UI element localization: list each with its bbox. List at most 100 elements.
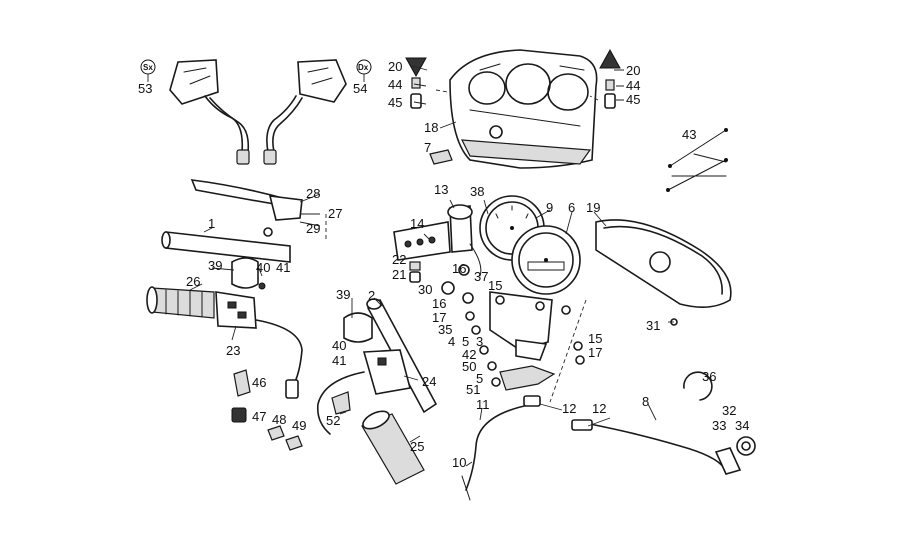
callout-54: 54 [353,81,367,96]
connector-46 [233,369,251,397]
nut-34 [736,436,756,456]
warning-light-left [405,57,427,109]
callout-25: 25 [410,439,424,454]
callout-17-lower: 17 [588,345,602,360]
callout-53: 53 [138,81,152,96]
svg-text:Dx: Dx [358,63,369,72]
callout-17-upper: 17 [432,310,446,325]
callout-49: 49 [292,418,306,433]
callout-46: 46 [252,375,266,390]
handlebar-left [161,231,291,263]
callout-36: 36 [702,369,716,384]
callout-35: 35 [438,322,452,337]
callout-33: 33 [712,418,726,433]
fastener-stack-left [462,292,501,387]
callout-45-left: 45 [388,95,402,110]
callout-10: 10 [452,455,466,470]
callout-28: 28 [306,186,320,201]
speedo-cable [571,419,725,469]
throttle-grip [361,410,425,485]
warning-lamp-panel [393,221,451,261]
callout-30: 30 [418,282,432,297]
callout-20-right: 20 [626,63,640,78]
right-clamp [343,312,373,343]
callout-11: 11 [476,397,490,412]
callout-31: 31 [646,318,660,333]
left-clamp [231,257,266,290]
callout-51: 51 [466,382,480,397]
callout-15-lower: 15 [588,331,602,346]
callout-18: 18 [424,120,438,135]
callout-44-left: 44 [388,77,402,92]
dx-badge: Dx [356,59,372,75]
callout-3: 3 [476,334,483,349]
rear-gauge-cover [595,219,732,326]
bulb-holders [409,261,470,295]
callout-12-right: 12 [592,401,606,416]
callout-5-upper: 5 [462,334,469,349]
callout-12-left: 12 [562,401,576,416]
leader-lines [189,65,674,467]
callout-41-left: 41 [276,260,290,275]
callout-40-right: 40 [332,338,346,353]
callout-6: 6 [568,200,575,215]
callout-1: 1 [208,216,215,231]
callout-23: 23 [226,343,240,358]
callout-48: 48 [272,412,286,427]
drive-gear-33 [714,447,742,475]
warning-light-right [599,48,621,109]
callout-14: 14 [410,216,424,231]
tacho-cable [461,395,541,501]
wire-harness [666,128,728,192]
callout-numbers: 53 54 20 44 45 20 44 45 18 7 43 28 27 29… [138,59,749,470]
callout-34: 34 [735,418,749,433]
callout-19: 19 [586,200,600,215]
callout-4: 4 [448,334,455,349]
callout-40-left: 40 [256,260,270,275]
left-mirror [169,59,250,165]
callout-38: 38 [470,184,484,199]
callout-16-upper: 16 [452,261,466,276]
right-mirror [263,59,347,165]
callout-27: 27 [328,206,342,221]
circlip-36 [683,371,713,401]
left-grip [146,286,215,319]
callout-8: 8 [642,394,649,409]
bracket-7 [429,149,453,165]
sx-badge: Sx [140,59,156,75]
left-switch-assembly [215,291,303,399]
callout-15-upper: 15 [488,278,502,293]
callout-7: 7 [424,140,431,155]
callout-43: 43 [682,127,696,142]
callout-21: 21 [392,267,406,282]
callout-39-right: 39 [336,287,350,302]
bracket-51 [499,365,556,391]
callout-52: 52 [326,413,340,428]
clip-49 [285,435,303,451]
callout-37: 37 [474,269,488,284]
callout-41-right: 41 [332,353,346,368]
callout-45-right: 45 [626,92,640,107]
callout-5-lower: 5 [476,371,483,386]
clip-48 [267,425,285,441]
callout-20-left: 20 [388,59,402,74]
connector-52 [331,391,351,415]
instrument-cover [449,49,598,169]
fastener-stack-right [561,305,585,365]
mounting-bracket [489,291,553,361]
callout-9: 9 [546,200,553,215]
callout-13: 13 [434,182,448,197]
speedometer [511,225,581,295]
callout-16-lower: 16 [432,296,446,311]
gauge-cup [447,204,473,253]
connector-47 [231,407,247,423]
callout-44-right: 44 [626,78,640,93]
callout-2: 2 [368,288,375,303]
svg-text:Sx: Sx [143,63,153,72]
callout-29: 29 [306,221,320,236]
callout-26: 26 [186,274,200,289]
callout-47: 47 [252,409,266,424]
throttle-housing [316,349,411,435]
callout-24: 24 [422,374,436,389]
